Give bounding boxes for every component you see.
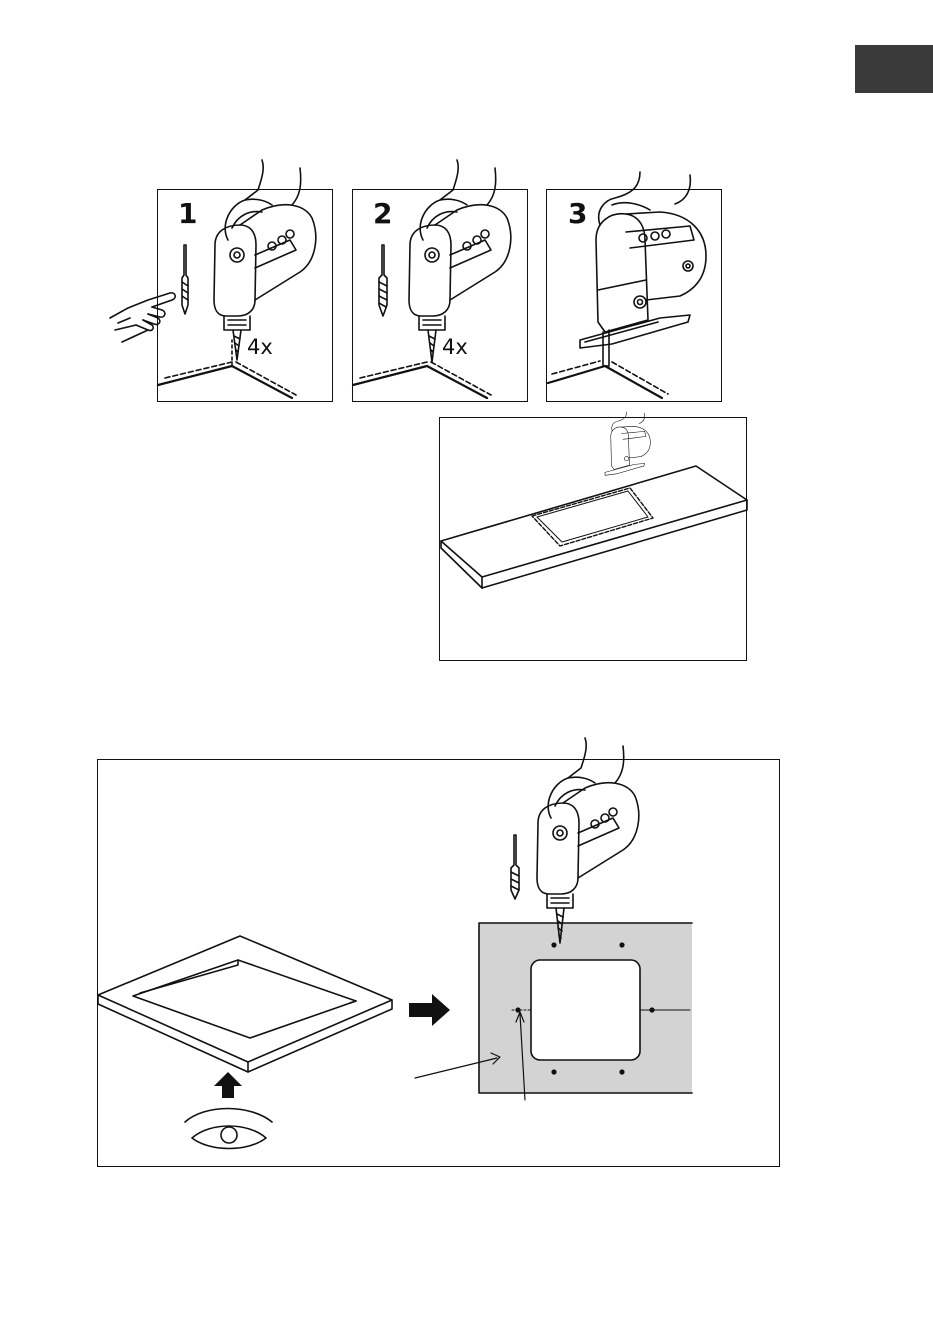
drill-bit-icon (182, 245, 188, 314)
cutout-frame-figure (98, 936, 392, 1072)
drill-bit-icon (511, 835, 519, 899)
step-1-figure (110, 160, 316, 398)
power-drill-icon (214, 160, 316, 360)
power-drill-icon (537, 738, 639, 943)
countertop-figure (441, 412, 747, 588)
pointing-hand-icon (110, 293, 175, 342)
power-drill-icon (409, 160, 511, 362)
eye-icon (185, 1109, 272, 1149)
arrow-right-icon (409, 994, 450, 1026)
arrow-up-icon (214, 1072, 242, 1098)
step-2-figure (353, 160, 511, 398)
step-3-figure (548, 172, 706, 398)
mounting-template-figure (415, 923, 692, 1100)
jigsaw-icon (605, 412, 650, 475)
drill-bit-icon (379, 245, 387, 316)
jigsaw-icon (580, 172, 706, 366)
